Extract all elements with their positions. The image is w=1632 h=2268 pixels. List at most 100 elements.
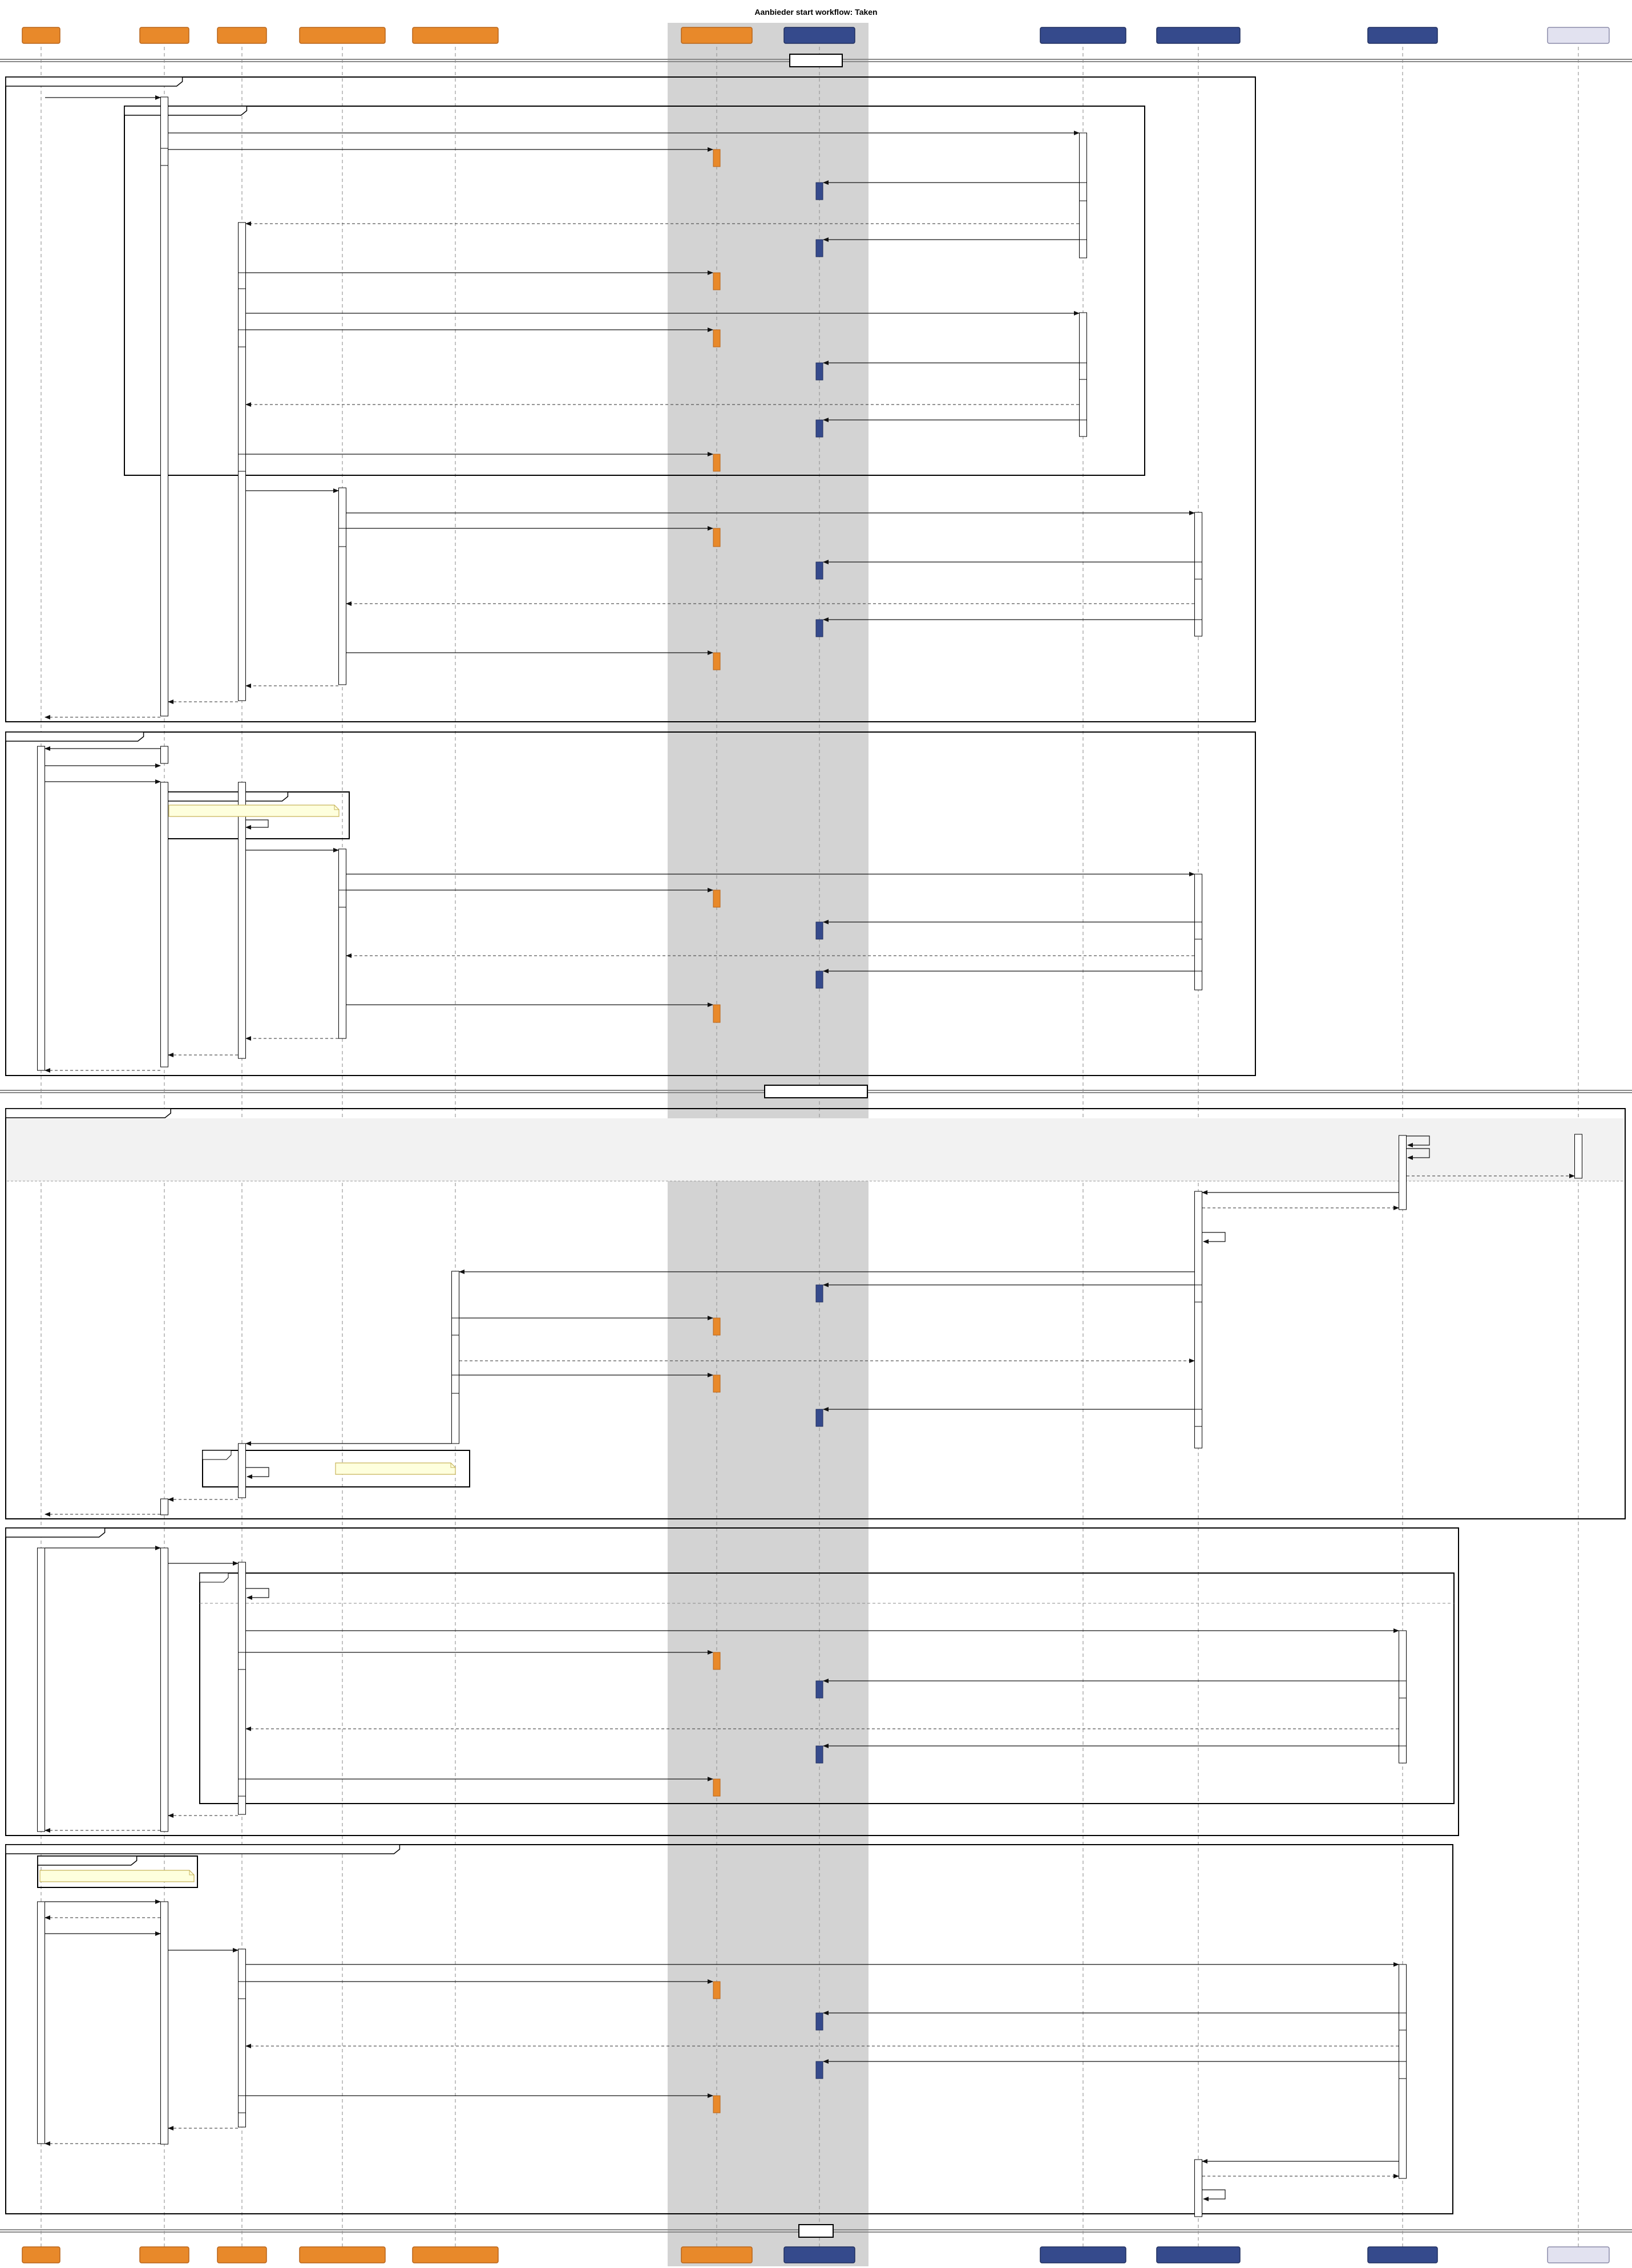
activation-bar-dvp <box>238 1778 246 1797</box>
activation-bar-nc <box>451 1374 459 1394</box>
participant-box-ss <box>1156 27 1241 44</box>
activation-bar-ws <box>1399 1745 1407 1764</box>
divider-box <box>789 54 843 67</box>
participant-box-dval <box>783 27 855 44</box>
participant-box-za <box>1547 27 1610 44</box>
activation-bar-ss <box>1194 2159 1202 2217</box>
activation-bar-dvpl <box>713 652 721 670</box>
activation-bar-dval <box>815 1409 823 1427</box>
activation-bar-ss <box>1194 921 1202 940</box>
activation-bar-as <box>1079 239 1087 258</box>
group-frame-tab <box>5 1844 401 1854</box>
participant-box-dvpl <box>681 2246 753 2263</box>
activation-bar-dvp <box>238 2095 246 2113</box>
activation-bar-dval <box>815 1284 823 1303</box>
activation-bar-ua <box>160 746 168 764</box>
group-frame <box>5 1108 1626 1519</box>
participant-box-nc <box>412 27 499 44</box>
group-frame <box>5 731 1256 1076</box>
activation-bar-dval <box>815 971 823 989</box>
self-message-arrow <box>246 1588 269 1600</box>
note-box <box>168 804 340 817</box>
activation-bar-ss <box>1194 1284 1202 1303</box>
self-message-arrow <box>246 1467 269 1479</box>
participant-box-ws <box>1367 2246 1438 2263</box>
participant-box-sc <box>299 27 386 44</box>
participant-box-dvpl <box>681 27 753 44</box>
self-message-arrow <box>1202 2189 1226 2201</box>
activation-bar-dvp <box>238 1443 246 1498</box>
group-frame-tab <box>37 1855 138 1866</box>
participant-box-p <box>22 27 60 44</box>
activation-bar-dval <box>815 1745 823 1764</box>
activation-bar-dvpl <box>713 329 721 347</box>
divider-box <box>798 2224 834 2238</box>
activation-bar-ua <box>160 1901 168 2145</box>
diagram-title: Aanbieder start workflow: Taken <box>754 7 877 17</box>
activation-bar-dval <box>815 2012 823 2031</box>
activation-bar-dvpl <box>713 1778 721 1797</box>
auth-collapsed-self-arrow <box>245 819 269 830</box>
activation-bar-dvp <box>238 329 246 347</box>
activation-bar-dvpl <box>713 1652 721 1670</box>
activation-bar-ws <box>1399 1135 1407 1210</box>
activation-bar-dvp <box>238 1652 246 1670</box>
self-message-arrow <box>1407 1135 1430 1147</box>
activation-bar-dval <box>815 619 823 637</box>
participant-box-ws <box>1367 27 1438 44</box>
activation-bar-as <box>1079 362 1087 380</box>
activation-bar-dval <box>815 182 823 200</box>
activation-bar-dvpl <box>713 149 721 167</box>
activation-bar-dvp <box>238 782 246 1059</box>
activation-bar-dval <box>815 2061 823 2079</box>
activation-bar-dvpl <box>713 1374 721 1393</box>
group-frame-tab <box>5 1527 106 1538</box>
participant-box-ss <box>1156 2246 1241 2263</box>
activation-bar-dvpl <box>713 1317 721 1336</box>
note-fold <box>189 1870 194 1875</box>
self-message-arrow <box>1202 1232 1226 1244</box>
self-message-arrow <box>1407 1148 1430 1160</box>
activation-bar-p <box>37 1901 45 2144</box>
participant-box-dvp <box>217 2246 267 2263</box>
participant-box-as <box>1040 2246 1126 2263</box>
fragment-alt <box>199 1572 1455 1804</box>
activation-bar-dvpl <box>713 454 721 472</box>
activation-bar-dval <box>815 419 823 438</box>
participant-box-dval <box>783 2246 855 2263</box>
activation-bar-dval <box>815 921 823 940</box>
activation-bar-dvpl <box>713 1981 721 1999</box>
participant-box-nc <box>412 2246 499 2263</box>
activation-bar-dvpl <box>713 528 721 547</box>
group-frame-tab <box>124 106 248 116</box>
participant-box-ua <box>139 2246 189 2263</box>
activation-bar-ws <box>1399 2012 1407 2031</box>
activation-bar-ss <box>1194 561 1202 580</box>
note-box <box>39 1870 195 1882</box>
activation-bar-ua <box>160 148 168 166</box>
activation-bar-nc <box>451 1271 459 1444</box>
fragment-opt <box>202 1450 470 1487</box>
group-frame <box>124 106 1145 476</box>
activation-bar-ss <box>1194 971 1202 991</box>
fragment-opt-tab <box>202 1450 232 1460</box>
activation-bar-dval <box>815 239 823 257</box>
activation-bar-ss <box>1194 1191 1202 1449</box>
activation-bar-sc <box>338 528 346 547</box>
activation-bar-dvp <box>238 454 246 472</box>
grey-area <box>7 1118 1624 1181</box>
activation-bar-dvpl <box>713 890 721 908</box>
participant-box-za <box>1547 2246 1610 2263</box>
participant-box-p <box>22 2246 60 2263</box>
activation-bar-ss <box>1194 619 1202 637</box>
note-fold <box>334 805 339 810</box>
activation-bar-ua <box>160 96 168 717</box>
activation-bar-p <box>37 1547 45 1832</box>
activation-bar-dvp <box>238 1981 246 1999</box>
activation-bar-dvp <box>238 272 246 289</box>
activation-bar-ss <box>1194 1409 1202 1427</box>
activation-bar-ua <box>160 1498 168 1515</box>
activation-bar-p <box>37 746 45 1071</box>
activation-bar-dval <box>815 561 823 580</box>
